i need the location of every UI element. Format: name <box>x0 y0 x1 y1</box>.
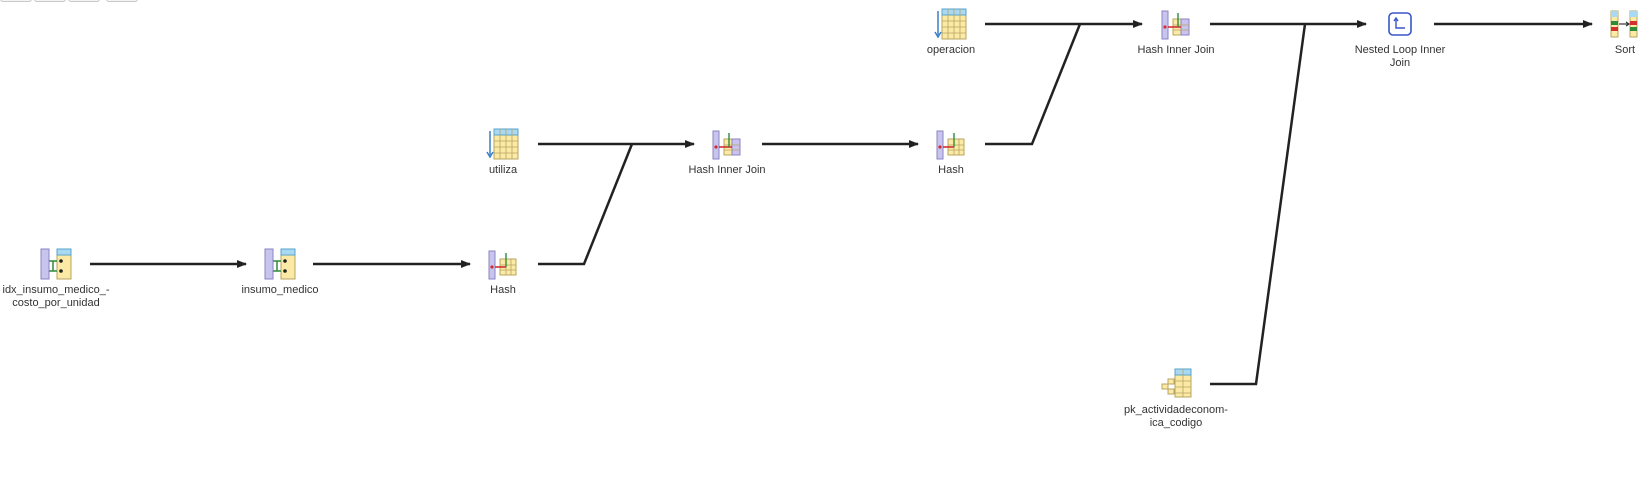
node-label: Hash Inner Join <box>688 164 766 176</box>
node-label: insumo_medico <box>241 284 319 296</box>
node-hash-1[interactable]: Hash <box>443 247 563 297</box>
seq-scan-table-icon <box>486 128 519 160</box>
node-utiliza[interactable]: utiliza <box>443 127 563 177</box>
node-hash-2[interactable]: Hash <box>891 127 1011 177</box>
node-insumo-medico[interactable]: insumo_medico <box>220 247 340 297</box>
hash-icon <box>488 250 517 280</box>
node-idx-insumo[interactable]: idx_insumo_medico_- costo_por_unidad <box>0 247 116 310</box>
edge-pk-to-nestedloop <box>1210 23 1307 386</box>
node-pk-actividad[interactable]: pk_actividadeconom- ica_codigo <box>1116 367 1236 430</box>
node-label: Sort <box>1614 44 1636 56</box>
index-scan-icon <box>264 248 296 280</box>
node-label: Hash Inner Join <box>1137 44 1215 56</box>
toolbar <box>0 0 138 2</box>
node-operacion[interactable]: operacion <box>891 7 1011 57</box>
index-scan-icon <box>40 248 72 280</box>
node-label: idx_insumo_medico_- costo_por_unidad <box>2 284 110 309</box>
node-nested-loop-inner-join[interactable]: Nested Loop Inner Join <box>1340 7 1460 70</box>
sort-icon <box>1610 10 1638 38</box>
nested-loop-icon <box>1388 12 1412 36</box>
seq-scan-table-icon <box>934 8 967 40</box>
node-label: operacion <box>926 44 976 56</box>
node-label: utiliza <box>488 164 518 176</box>
node-label: Hash <box>938 164 964 176</box>
edge-hash-to-hashjoin1 <box>538 143 634 266</box>
node-hash-inner-join-2[interactable]: Hash Inner Join <box>1116 7 1236 57</box>
node-label: Hash <box>490 284 516 296</box>
hash-join-icon <box>712 130 741 160</box>
edge-hash2-to-hashjoin2 <box>985 23 1082 146</box>
node-label: Nested Loop Inner Join <box>1354 44 1446 69</box>
node-hash-inner-join-1[interactable]: Hash Inner Join <box>667 127 787 177</box>
hash-join-icon <box>1161 10 1190 40</box>
node-label: pk_actividadeconom- ica_codigo <box>1124 404 1228 429</box>
hash-icon <box>936 130 965 160</box>
node-sort[interactable]: Sort <box>1565 7 1650 57</box>
index-only-scan-icon <box>1161 368 1192 398</box>
